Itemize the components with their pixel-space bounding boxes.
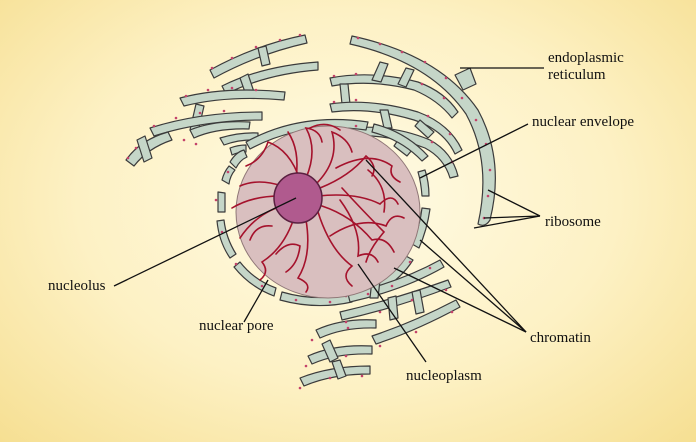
- label-er-line1: endoplasmic: [548, 50, 624, 66]
- label-nuclear-pore: nuclear pore: [199, 318, 274, 334]
- label-chromatin: chromatin: [530, 330, 591, 346]
- ribosomes: [126, 33, 492, 390]
- leader-chromatin-2: [419, 239, 527, 333]
- label-nucleoplasm: nucleoplasm: [406, 368, 482, 384]
- leader-lines: [113, 67, 544, 363]
- leader-ribosome-2: [483, 215, 541, 219]
- leader-chromatin-3: [393, 267, 527, 333]
- label-er-line2: reticulum: [548, 67, 606, 83]
- leader-ribosome-1: [487, 189, 541, 217]
- leader-nucleolus: [113, 197, 297, 287]
- label-endoplasmic-reticulum: endoplasmic reticulum: [548, 50, 624, 84]
- label-ribosome: ribosome: [545, 214, 601, 230]
- leader-ribosome-3: [473, 215, 541, 229]
- leader-nucleoplasm: [357, 263, 427, 363]
- leader-nuclear-pore: [243, 279, 269, 323]
- label-nucleolus: nucleolus: [48, 278, 106, 294]
- label-nuclear-envelope: nuclear envelope: [532, 114, 635, 130]
- leader-chromatin-1: [365, 159, 527, 333]
- leader-nuclear-envelope: [419, 123, 529, 179]
- nucleolus-body: [273, 172, 323, 224]
